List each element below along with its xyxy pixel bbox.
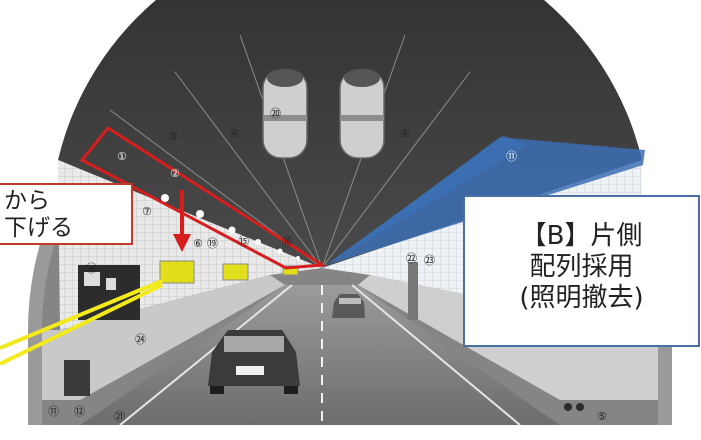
svg-text:⑲: ⑲: [207, 237, 218, 250]
car-front: [208, 330, 300, 394]
callout-left-line-1: から: [4, 188, 50, 214]
road: [80, 285, 560, 425]
svg-text:④: ④: [229, 127, 239, 140]
callout-left-line-2: 下げる: [4, 215, 73, 241]
left-panel-display: [84, 272, 100, 286]
left-panel-display-2: [106, 278, 116, 290]
left-wall-cabinet: [64, 360, 90, 396]
svg-text:⑯: ⑯: [282, 235, 293, 248]
red-lighting-highlight: [79, 126, 327, 270]
jet-fan-right: [339, 69, 385, 159]
svg-text:⑮: ⑮: [238, 235, 249, 248]
callout-right-line-3: (照明撤去): [519, 283, 644, 313]
car-far: [332, 294, 365, 318]
svg-text:⑳: ⑳: [270, 107, 281, 120]
circled-number-labels: ① ② ③ ④ ④ ⑤ ⑥ ⑦ ⑪ ⑫ ⑭ ⑮ ⑯ ⑲ ⑳ ㉑ ㉒ ㉓ ㉔ ⑪: [48, 107, 607, 423]
yellow-marker-3: [282, 265, 299, 276]
svg-text:㉓: ㉓: [424, 254, 435, 267]
svg-text:①: ①: [117, 150, 127, 163]
right-wall-indicator-1: [564, 403, 572, 411]
callout-left: から 下げる: [0, 183, 133, 245]
red-down-arrow-head: [173, 234, 191, 252]
svg-text:④: ④: [400, 127, 410, 140]
callout-right: 【B】片側 配列採用 (照明撤去): [463, 195, 700, 347]
svg-text:㉒: ㉒: [406, 252, 417, 265]
svg-text:②: ②: [170, 167, 180, 180]
right-wall-pillar: [408, 262, 418, 320]
svg-text:⑪: ⑪: [48, 405, 59, 418]
svg-text:⑫: ⑫: [74, 405, 85, 418]
road-edge-lines: [119, 284, 521, 426]
svg-text:⑪: ⑪: [506, 150, 517, 163]
callout-right-line-2: 配列採用: [529, 252, 634, 282]
svg-text:③: ③: [168, 130, 178, 143]
svg-text:⑤: ⑤: [597, 410, 607, 423]
svg-text:⑦: ⑦: [142, 205, 152, 218]
jet-fan-left: [262, 69, 308, 159]
yellow-marker-1: [159, 260, 195, 284]
yellow-marker-2: [222, 263, 249, 281]
left-lamp-row: [161, 194, 300, 260]
yellow-pointer-lines: [0, 279, 163, 366]
svg-text:⑥: ⑥: [193, 237, 203, 250]
callout-right-line-1: 【B】片側: [520, 221, 643, 251]
svg-text:⑭: ⑭: [86, 262, 97, 275]
left-sidewalk: [42, 275, 285, 400]
right-wall-indicator-2: [576, 403, 584, 411]
svg-text:㉔: ㉔: [135, 333, 146, 346]
svg-text:㉑: ㉑: [114, 410, 125, 423]
